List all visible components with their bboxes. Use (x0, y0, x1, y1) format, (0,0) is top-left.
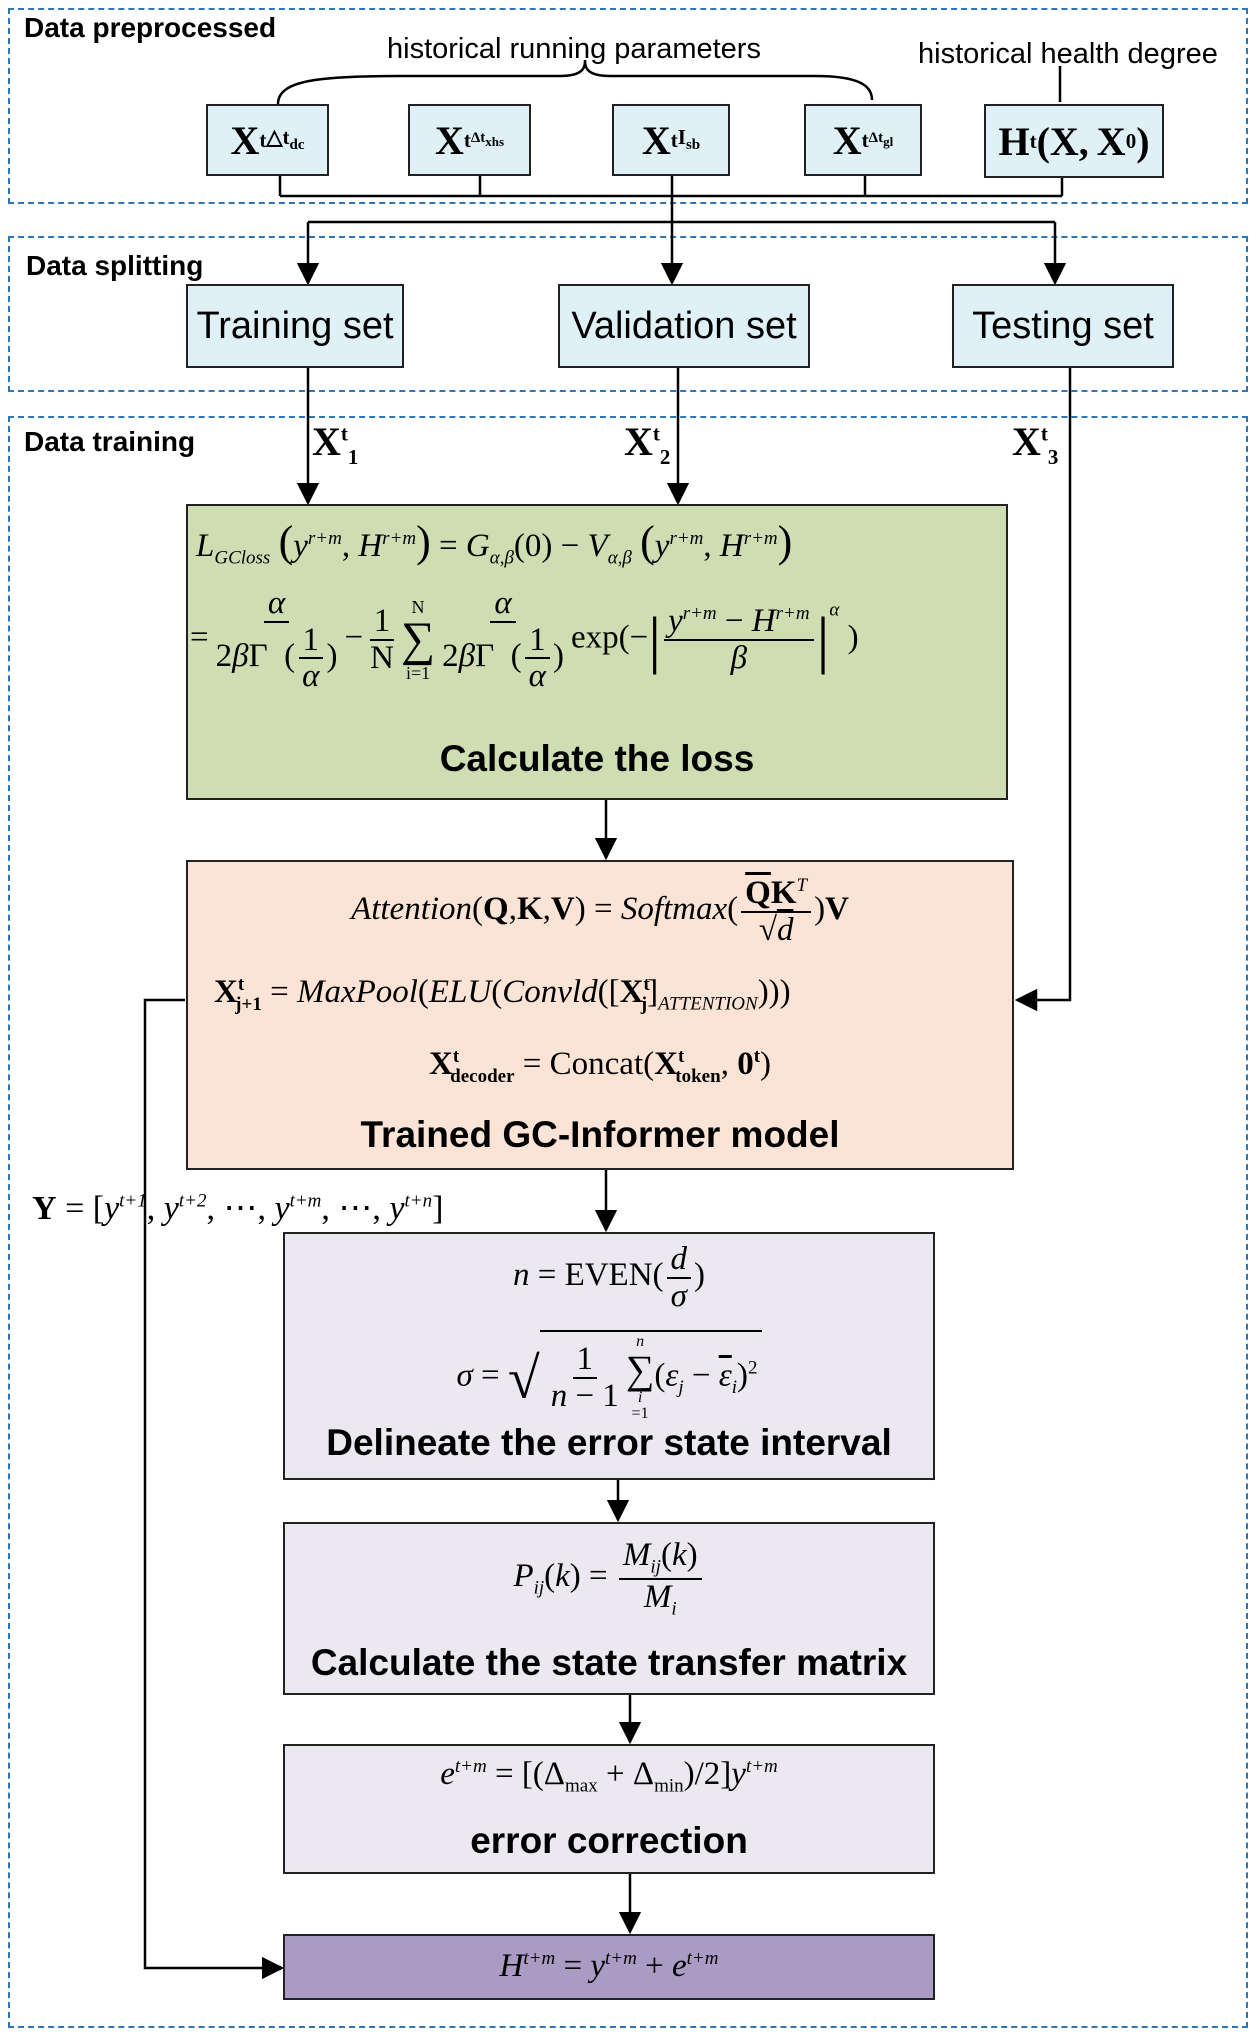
health-degree-label: historical health degree (918, 38, 1218, 70)
y-vector-formula: Y = [yt+1, yt+2, ⋯, yt+m, ⋯, yt+n] (32, 1190, 444, 1227)
transfer-formula: Pij(k) = Mij(k)Mi (285, 1538, 933, 1619)
decoder-formula: Xtdecoder = Concat(Xttoken, 0t) (428, 1046, 772, 1087)
correction-formula: et+m = [(Δmax + Δmin)/2]yt+m (440, 1756, 778, 1797)
x3-label: Xt3 (1012, 419, 1059, 469)
interval-caption: Delineate the error state interval (326, 1422, 892, 1463)
model-box: Attention(Q,K,V) = Softmax(QKT√d)V Xtj+1… (186, 860, 1014, 1170)
state-transfer-box: Pij(k) = Mij(k)Mi Calculate the state tr… (283, 1522, 935, 1695)
section-title-preprocessed: Data preprocessed (20, 12, 281, 44)
attention-formula: Attention(Q,K,V) = Softmax(QKT√d)V (351, 875, 849, 948)
loss-caption: Calculate the loss (439, 738, 755, 779)
model-caption: Trained GC-Informer model (360, 1114, 840, 1155)
running-params-label: historical running parameters (387, 33, 761, 65)
training-set-box: Training set (186, 284, 404, 368)
loss-box: LGCloss (yr+m, Hr+m) = Gα,β(0) − Vα,β (y… (186, 504, 1008, 800)
validation-set-box: Validation set (558, 284, 810, 368)
section-preprocessed (8, 8, 1248, 204)
testing-set-box: Testing set (952, 284, 1174, 368)
output-box: Ht+m = yt+m + et+m (283, 1934, 935, 2000)
correction-caption: error correction (470, 1820, 748, 1861)
output-formula: Ht+m = yt+m + et+m (499, 1948, 719, 1984)
loss-formula-line1: LGCloss (yr+m, Hr+m) = Gα,β(0) − Vα,β (y… (196, 517, 793, 569)
error-correction-box: et+m = [(Δmax + Δmin)/2]yt+m error corre… (283, 1744, 935, 1874)
section-title-training: Data training (20, 426, 200, 458)
section-training (8, 416, 1248, 2028)
x2-label: Xt2 (624, 419, 671, 469)
x1-label: Xt1 (312, 419, 359, 469)
distilling-formula: Xtj+1 = MaxPool(ELU(Convld([Xtj]ATTENTIO… (214, 974, 791, 1015)
matrix-caption: Calculate the state transfer matrix (310, 1642, 908, 1683)
section-title-splitting: Data splitting (22, 250, 208, 282)
section-splitting (8, 236, 1248, 392)
